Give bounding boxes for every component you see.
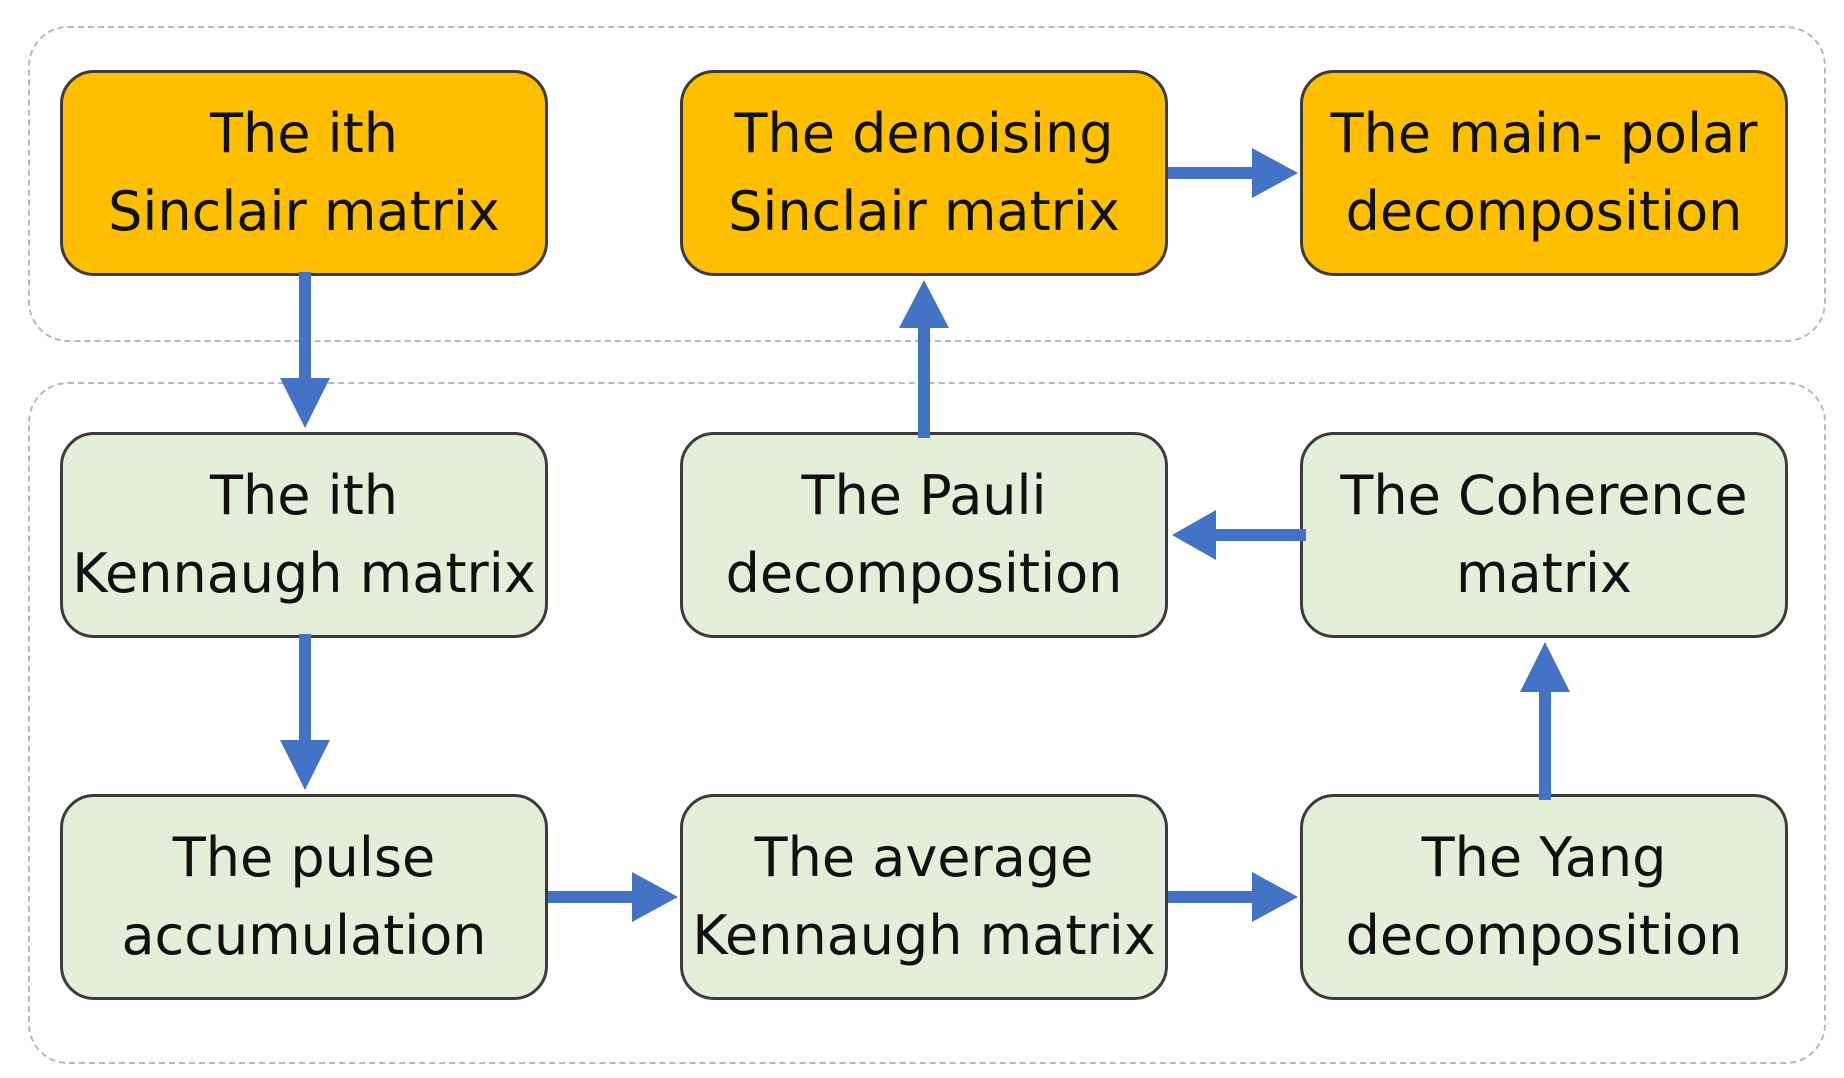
node-label-line1: The ith [210, 102, 398, 165]
node-label-line2: Sinclair matrix [728, 180, 1120, 243]
arrow-right-pulse-to-average [548, 872, 678, 922]
node-label-line1: The ith [210, 464, 398, 527]
node-label-line1: The average [754, 826, 1094, 889]
node-yang-decomposition: The Yang decomposition [1300, 794, 1788, 1000]
node-label-line2: Kennaugh matrix [692, 904, 1156, 967]
node-label-line1: The Pauli [801, 464, 1047, 527]
node-label-line2: Kennaugh matrix [72, 542, 536, 605]
arrow-down-kennaugh-to-pulse [280, 634, 330, 790]
arrow-left-coherence-to-pauli [1172, 510, 1306, 560]
node-denoising-sinclair-matrix: The denoising Sinclair matrix [680, 70, 1168, 276]
arrow-right-average-to-yang [1168, 872, 1298, 922]
arrow-right-denoising-to-main-polar [1168, 148, 1298, 198]
node-average-kennaugh-matrix: The average Kennaugh matrix [680, 794, 1168, 1000]
node-label-line1: The main- polar [1330, 102, 1758, 165]
node-pauli-decomposition: The Pauli decomposition [680, 432, 1168, 638]
node-label-line2: decomposition [1345, 180, 1743, 243]
node-pulse-accumulation: The pulse accumulation [60, 794, 548, 1000]
node-label-line2: decomposition [725, 542, 1123, 605]
node-label-line1: The Yang [1421, 826, 1667, 889]
arrow-up-pauli-to-denoising [899, 280, 949, 438]
node-ith-sinclair-matrix: The ith Sinclair matrix [60, 70, 548, 276]
arrow-up-yang-to-coherence [1520, 642, 1570, 800]
node-label-line2: accumulation [121, 904, 487, 967]
node-main-polar-decomposition: The main- polar decomposition [1300, 70, 1788, 276]
node-label-line1: The denoising [734, 102, 1114, 165]
arrow-down-sinclair-to-kennaugh [280, 272, 330, 428]
node-label-line2: Sinclair matrix [108, 180, 500, 243]
node-coherence-matrix: The Coherence matrix [1300, 432, 1788, 638]
node-label-line1: The pulse [172, 826, 436, 889]
node-label-line2: decomposition [1345, 904, 1743, 967]
node-ith-kennaugh-matrix: The ith Kennaugh matrix [60, 432, 548, 638]
node-label-line2: matrix [1455, 542, 1633, 605]
node-label-line1: The Coherence [1340, 464, 1748, 527]
